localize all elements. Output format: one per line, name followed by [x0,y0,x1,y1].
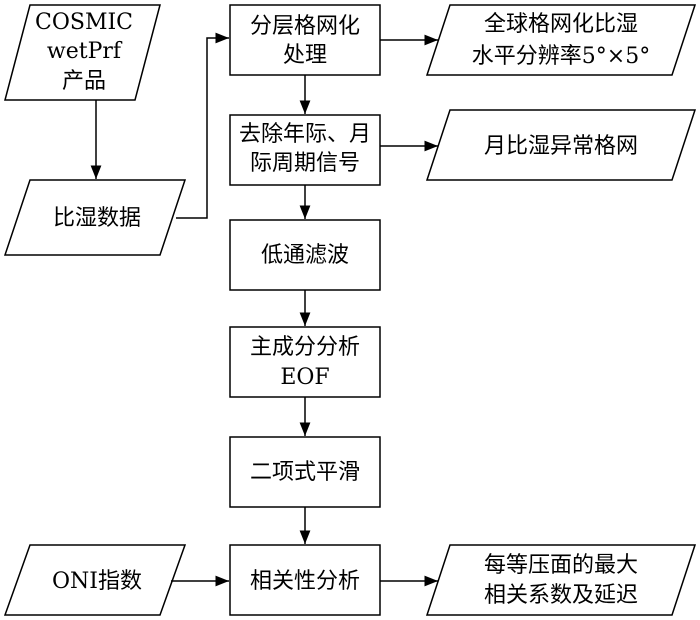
node-cosmic-product: COSMIC wetPrf 产品 [4,4,161,101]
node-global-grid-line1: 全球格网化比湿 [484,12,638,37]
node-global-grid-shape [425,4,697,76]
node-remove-line1: 去除年际、月 [239,122,371,147]
node-layered-shape [229,4,381,76]
node-pca-eof: 主成分分析 EOF [229,326,381,398]
node-global-grid: 全球格网化比湿 水平分辨率5°×5° [425,4,697,76]
node-max-correlation-line1: 每等压面的最大 [484,553,638,578]
node-humidity-shape [3,179,187,256]
node-lowpass-label: 低通滤波 [261,243,349,268]
node-correlation-shape [229,544,381,616]
node-cosmic-line3: 产品 [62,69,106,94]
node-layered-line2: 处理 [283,43,327,68]
node-max-correlation-line2: 相关系数及延迟 [484,583,638,608]
node-max-correlation: 每等压面的最大 相关系数及延迟 [425,544,697,616]
node-binomial-smoothing: 二项式平滑 [229,436,381,508]
node-oni-shape [3,544,187,616]
node-humidity-label: 比湿数据 [53,206,141,231]
node-global-grid-line2: 水平分辨率5°×5° [472,44,650,69]
node-oni-index: ONI指数 [3,544,187,616]
node-layered-line1: 分层格网化 [250,14,360,39]
node-lowpass-filter: 低通滤波 [229,219,381,291]
node-monthly-anomaly: 月比湿异常格网 [425,109,697,181]
node-remove-cycles: 去除年际、月 际周期信号 [229,114,381,186]
node-lowpass-shape [229,219,381,291]
node-cosmic-line2: wetPrf [47,39,123,64]
node-monthly-anomaly-shape [425,109,697,181]
node-pca-shape [229,326,381,398]
node-pca-line1: 主成分分析 [250,335,360,360]
node-max-correlation-shape [425,544,697,616]
node-remove-shape [229,114,381,186]
node-monthly-anomaly-label: 月比湿异常格网 [484,134,638,159]
node-correlation-label: 相关性分析 [250,569,360,594]
edge-humidity-to-layered [176,32,229,219]
node-oni-label: ONI指数 [52,569,142,594]
node-pca-line2: EOF [280,365,329,390]
node-humidity-data: 比湿数据 [3,179,187,256]
node-binomial-label: 二项式平滑 [250,460,360,485]
node-remove-line2: 际周期信号 [250,151,360,176]
node-cosmic-line1: COSMIC [35,10,133,35]
node-cosmic-shape [4,4,161,101]
node-correlation-analysis: 相关性分析 [229,544,381,616]
node-binomial-shape [229,436,381,508]
node-layered-gridding: 分层格网化 处理 [229,4,381,76]
